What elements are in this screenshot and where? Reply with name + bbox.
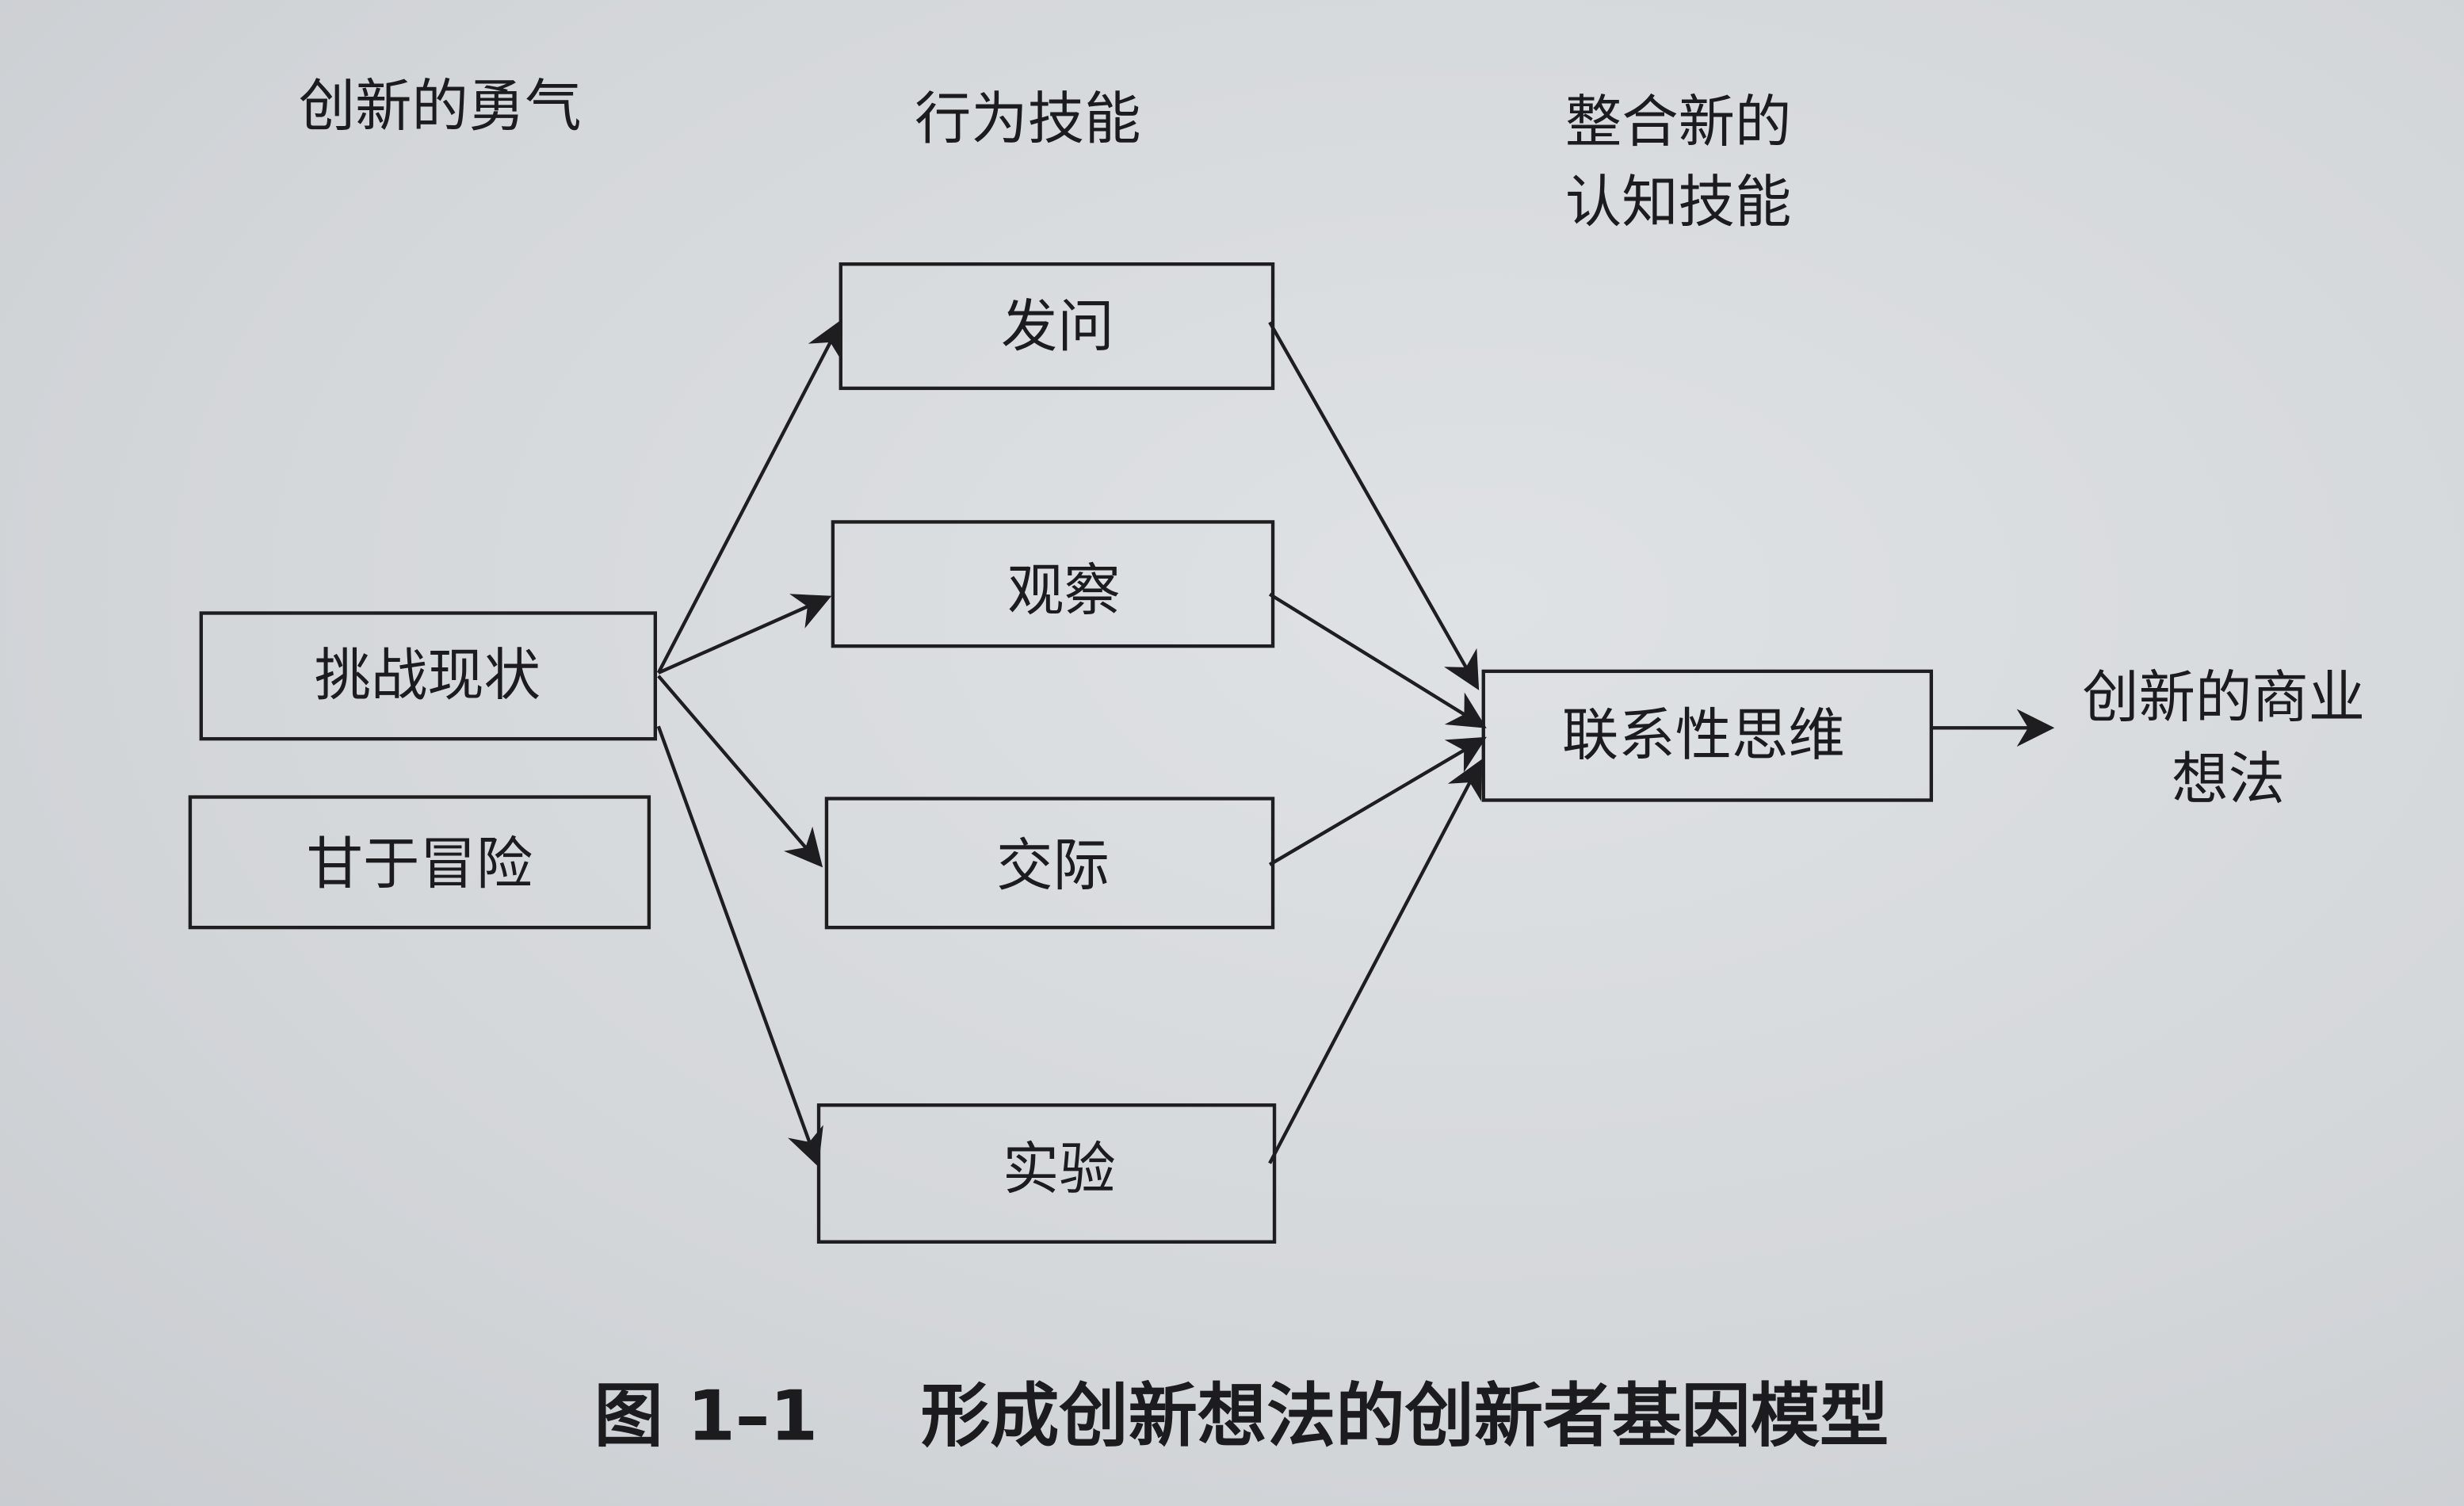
arrow-networking-to-associating [1268, 736, 1487, 866]
outcome-line1: 创新的商业 [2082, 664, 2365, 730]
box-take-risks: 甘于冒险 [188, 795, 651, 930]
arrow-to-networking [657, 675, 823, 868]
arrow-experimenting-to-associating [1268, 759, 1482, 1164]
box-observing: 观察 [831, 520, 1275, 648]
box-label: 交际 [996, 833, 1110, 899]
caption-title: 形成创新想法的创新者基因模型 [921, 1376, 1889, 1457]
header-cognitive-line1: 整合新的 [1565, 89, 1791, 155]
header-behavioral-skills: 行为技能 [915, 86, 1140, 152]
box-label: 发问 [1001, 293, 1114, 359]
box-label: 联系性思维 [1562, 702, 1845, 768]
header-cognitive-line2: 认知技能 [1565, 170, 1791, 235]
caption-number: 图 1–1 [594, 1376, 818, 1457]
box-label: 实验 [1003, 1136, 1116, 1202]
box-label: 甘于冒险 [307, 831, 533, 897]
arrow-observing-to-associating [1268, 592, 1487, 728]
header-courage: 创新的勇气 [299, 74, 582, 140]
box-experimenting: 实验 [816, 1103, 1277, 1244]
arrow-to-experimenting [656, 725, 823, 1168]
box-label: 挑战现状 [315, 643, 541, 709]
box-networking: 交际 [824, 797, 1275, 930]
box-questioning: 发问 [839, 262, 1275, 391]
arrow-to-questioning [656, 319, 842, 674]
box-label: 观察 [1007, 558, 1121, 624]
box-challenge-status-quo: 挑战现状 [199, 611, 658, 741]
arrow-to-observing [657, 594, 832, 675]
box-associating: 联系性思维 [1481, 669, 1934, 802]
arrow-questioning-to-associating [1268, 321, 1480, 690]
outcome-line2: 想法 [2172, 747, 2285, 812]
